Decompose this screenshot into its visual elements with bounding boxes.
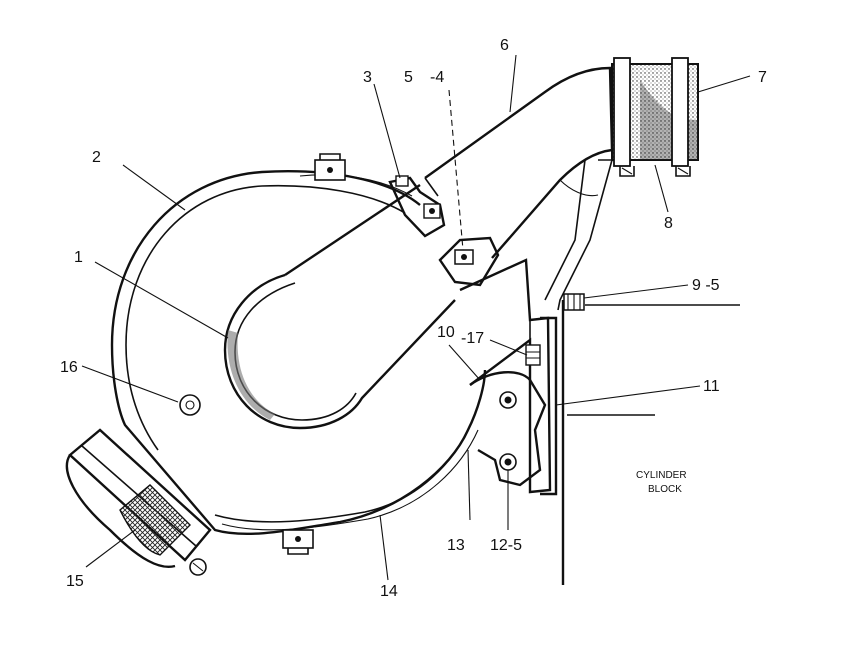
hose-clamp xyxy=(613,57,691,177)
callout-2: 2 xyxy=(92,149,101,166)
callout-3: 3 xyxy=(363,69,372,86)
callout-5: 5 xyxy=(404,69,413,86)
callout-11: 11 xyxy=(703,378,720,395)
callout-1: 1 xyxy=(74,249,83,266)
callout-7: 7 xyxy=(758,69,767,86)
drain-plug xyxy=(179,394,201,416)
callout-12: 12-5 xyxy=(490,537,522,554)
callout-4: -4 xyxy=(430,69,444,86)
filter-element-duct xyxy=(223,184,456,430)
callout-9: 9 -5 xyxy=(692,277,720,294)
cylinder-block xyxy=(561,300,740,585)
callout-17: -17 xyxy=(461,330,484,347)
callout-10: 10 xyxy=(437,324,455,341)
callout-13: 13 xyxy=(447,537,465,554)
cylinder-block-label-line1: CYLINDER xyxy=(636,470,687,481)
callout-6: 6 xyxy=(500,37,509,54)
mounting-bracket-plate xyxy=(469,371,547,487)
air-cleaner-housing xyxy=(110,170,487,536)
leader-lines xyxy=(81,54,751,581)
callout-15: 15 xyxy=(66,573,84,590)
elbow-clamp xyxy=(438,236,500,287)
outlet-elbow-tube xyxy=(424,66,614,311)
cylinder-block-label-line2: BLOCK xyxy=(648,484,682,495)
precleaner-cap xyxy=(65,428,212,576)
housing-clamp-top xyxy=(314,153,346,181)
callout-14: 14 xyxy=(380,583,398,600)
callout-16: 16 xyxy=(60,359,78,376)
bracket-bolt-17 xyxy=(525,344,541,366)
callout-8: 8 xyxy=(664,215,673,232)
housing-clamp-bottom xyxy=(282,529,314,555)
bracket-bolt-9 xyxy=(563,293,585,311)
clamp-latch xyxy=(388,175,446,238)
